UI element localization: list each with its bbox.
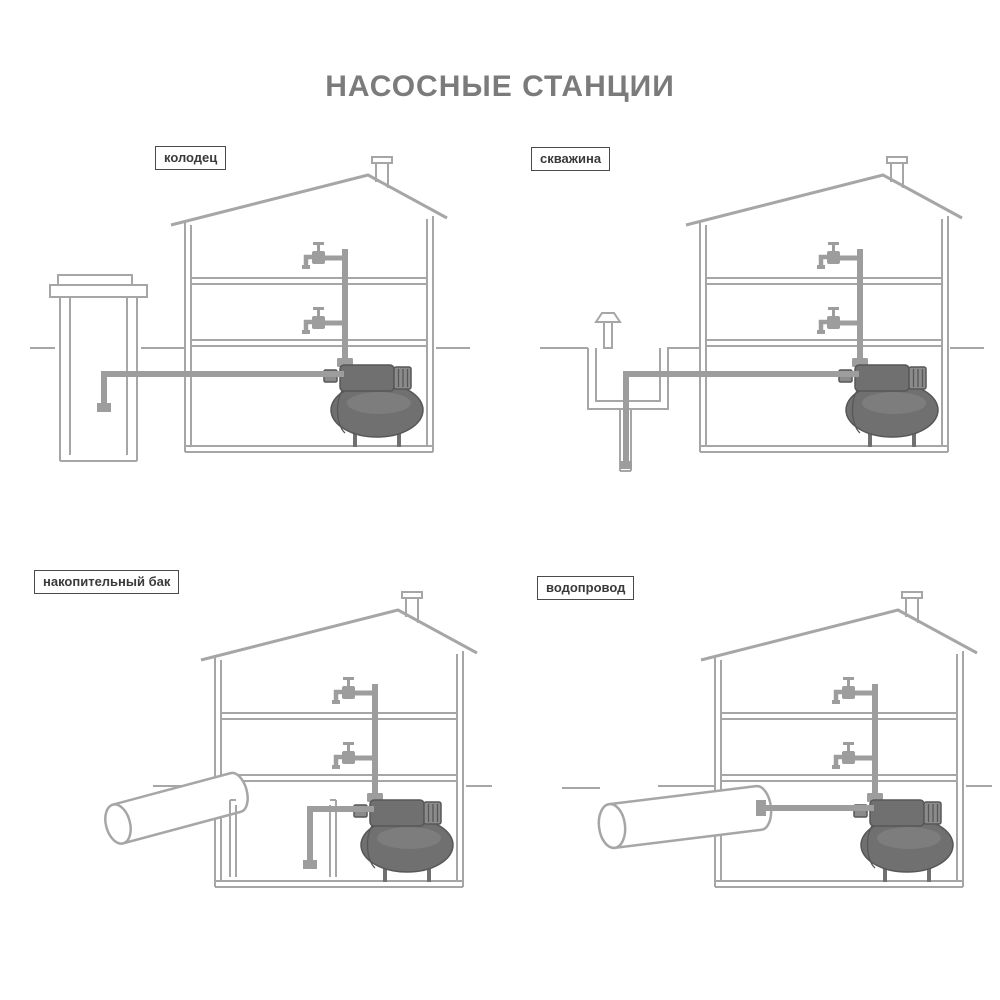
borehole-diagram (540, 125, 984, 472)
label-borehole: скважина (531, 147, 611, 172)
borehole-casing (619, 409, 632, 472)
page-title: НАСОСНЫЕ СТАНЦИИ (325, 70, 675, 103)
storage-tank-diagram (104, 560, 492, 960)
suction-pipe (620, 371, 859, 469)
basement-tank (229, 799, 337, 877)
suction-pipe (97, 371, 344, 412)
vent-cap-icon (594, 312, 622, 323)
storage-cylinder (104, 771, 249, 845)
well-diagram (30, 125, 470, 462)
label-storage-tank: накопительный бак (34, 570, 180, 595)
water-main-diagram (562, 560, 992, 960)
house (171, 157, 447, 452)
inlet-pipe (756, 800, 874, 816)
well-shaft (49, 274, 148, 462)
house (201, 592, 477, 887)
label-well: колодец (155, 146, 227, 171)
water-main-pipe (597, 784, 773, 850)
house (701, 592, 977, 887)
label-water-main: водопровод (537, 576, 635, 601)
suction-pipe (303, 806, 374, 869)
ground-line (562, 785, 992, 789)
house (686, 157, 962, 452)
